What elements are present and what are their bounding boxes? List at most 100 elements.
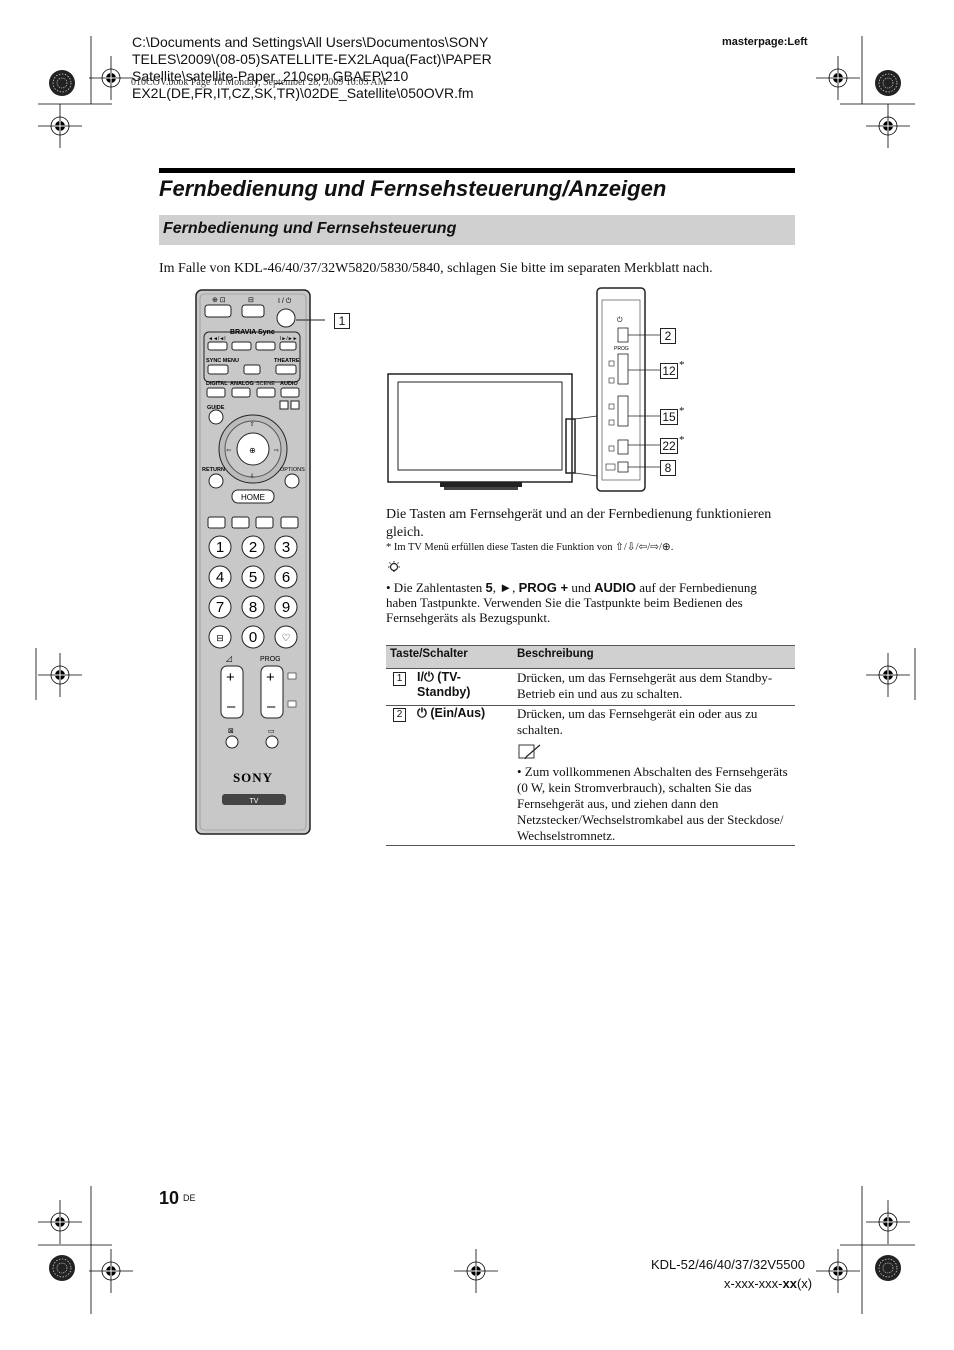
guide-label: GUIDE <box>207 405 225 411</box>
svg-text:I / ⏻: I / ⏻ <box>278 297 292 305</box>
prog-label: PROG <box>260 656 281 663</box>
key-5: 5 <box>485 580 493 595</box>
title-rule <box>159 168 795 173</box>
file-path-line: C:\Documents and Settings\All Users\Docu… <box>132 34 489 50</box>
separator: , <box>492 580 500 595</box>
key-prog-plus: PROG + <box>518 580 569 595</box>
return-label: RETURN <box>202 467 225 473</box>
svg-text:♡: ♡ <box>282 633 291 644</box>
footnote-marker: * <box>679 359 685 371</box>
footnote-marker: * <box>679 434 685 446</box>
row-key: I/⏻ (TV-Standby) <box>417 670 471 699</box>
svg-text:+: + <box>226 669 235 686</box>
digital-label: DIGITAL <box>206 381 228 387</box>
key-play: ► <box>499 580 513 595</box>
svg-text:–: – <box>267 698 276 715</box>
svg-text:⊕ ⊡: ⊕ ⊡ <box>212 297 226 304</box>
options-label: OPTIONS <box>280 467 305 473</box>
digit-key: 9 <box>282 599 290 616</box>
svg-text:⇩: ⇩ <box>250 473 255 480</box>
code-bold: xx <box>782 1276 797 1291</box>
svg-text:⇧: ⇧ <box>250 421 255 428</box>
section-header-box <box>159 215 795 245</box>
code-prefix: x-xxx-xxx- <box>724 1276 783 1291</box>
theatre-label: THEATRE <box>274 358 300 364</box>
scene-label: SCENE <box>256 381 275 387</box>
digit-key: 8 <box>249 599 257 616</box>
input-button <box>204 304 232 318</box>
sync-menu-label: SYNC MENU <box>206 358 239 364</box>
tv-illustration: ⏻ PROG <box>387 287 660 492</box>
svg-text:⇦: ⇦ <box>226 447 231 454</box>
svg-text:⏻: ⏻ <box>617 316 623 324</box>
digit-key: 4 <box>216 569 224 586</box>
table-rule <box>386 705 795 706</box>
digit-key: 5 <box>249 569 257 586</box>
row-number: 1 <box>393 672 406 686</box>
digit-key: 2 <box>249 539 257 556</box>
svg-text:⇨: ⇨ <box>274 447 279 454</box>
svg-text:⊕: ⊕ <box>249 446 256 455</box>
bullet-text: und <box>568 580 595 595</box>
book-info-line: 010COV.book Page 10 Monday, September 28… <box>131 77 387 88</box>
code-suffix: (x) <box>796 1276 813 1291</box>
hint-lightbulb-icon <box>388 561 400 572</box>
bullet-text: auf der Fernbedienung haben Tastpunkte. … <box>386 580 757 625</box>
section-title: Fernbedienung und Fernsehsteuerung <box>163 220 457 237</box>
svg-text:◿: ◿ <box>225 654 232 663</box>
document-code: x-xxx-xxx-xx(x) <box>724 1276 812 1291</box>
svg-text:⊠: ⊠ <box>228 727 234 735</box>
footnote: * Im TV Menü erfüllen diese Tasten die F… <box>386 542 674 553</box>
file-path-header: C:\Documents and Settings\All Users\Docu… <box>132 34 552 102</box>
column-header-key: Taste/Schalter <box>390 648 468 660</box>
bullet-text: • Die Zahlentasten <box>386 580 486 595</box>
intro-text: Im Falle von KDL-46/40/37/32W5820/5830/5… <box>159 261 713 276</box>
row-note: • Zum vollkommenen Abschalten des Fernse… <box>517 764 788 843</box>
analog-label: ANALOG <box>230 381 254 387</box>
table-rule <box>386 668 795 669</box>
svg-text:–: – <box>227 698 236 715</box>
callout-1: 1 <box>334 313 350 329</box>
page-language: DE <box>183 1193 196 1203</box>
buttons-description: Die Tasten am Fernsehgerät und an der Fe… <box>386 507 772 540</box>
table-header <box>386 645 795 669</box>
svg-text:▭: ▭ <box>268 727 275 735</box>
footnote-marker: * <box>679 405 685 417</box>
model-number: KDL-52/46/40/37/32V5500 <box>651 1257 805 1272</box>
hint-bullet: • Die Zahlentasten 5, ►, PROG + und AUDI… <box>386 580 786 625</box>
svg-text:⊟: ⊟ <box>216 633 224 643</box>
key-audio: AUDIO <box>594 580 636 595</box>
digit-key: 1 <box>216 539 224 556</box>
row-key: ⏻ (Ein/Aus) <box>417 706 486 720</box>
file-path-line: EX2L(DE,FR,IT,CZ,SK,TR)\02DE_Satellite\0… <box>132 85 474 101</box>
svg-text:I►/►►: I►/►► <box>280 336 298 342</box>
file-path-line: TELES\2009\(08-05)SATELLITE-EX2LAqua(Fac… <box>132 51 492 67</box>
audio-label: AUDIO <box>280 381 298 387</box>
svg-text:+: + <box>266 669 275 686</box>
page-number: 10 <box>159 1188 180 1208</box>
row-number: 2 <box>393 708 406 722</box>
tv-label: TV <box>250 798 259 805</box>
digit-key: 7 <box>216 599 224 616</box>
callout-15: 15 <box>660 409 678 425</box>
page-title: Fernbedienung und Fernsehsteuerung/Anzei… <box>159 176 667 201</box>
digit-key: 6 <box>282 569 290 586</box>
callout-2: 2 <box>660 328 676 344</box>
tv-prog-label: PROG <box>614 346 629 352</box>
digit-key: 0 <box>249 629 257 646</box>
digit-key: 3 <box>282 539 290 556</box>
callout-22: 22 <box>660 438 678 454</box>
row-description: Drücken, um das Fernsehgerät aus dem Sta… <box>517 670 773 701</box>
callout-12: 12 <box>660 363 678 379</box>
table-rule <box>386 845 795 846</box>
bravia-sync-label: BRAVIA Sync <box>230 329 275 336</box>
home-label: HOME <box>241 493 265 502</box>
callout-8: 8 <box>660 460 676 476</box>
note-pencil-icon <box>518 744 541 760</box>
svg-text:⊟: ⊟ <box>248 297 254 304</box>
sony-logo: SONY <box>233 770 273 785</box>
remote-control-illustration: ⊕ ⊡ ⊟ I / ⏻ BRAVIA Sync ◄◄/◄I I►/►► SYNC… <box>195 289 325 835</box>
column-header-description: Beschreibung <box>517 648 594 660</box>
masterpage-label: masterpage:Left <box>722 36 808 48</box>
